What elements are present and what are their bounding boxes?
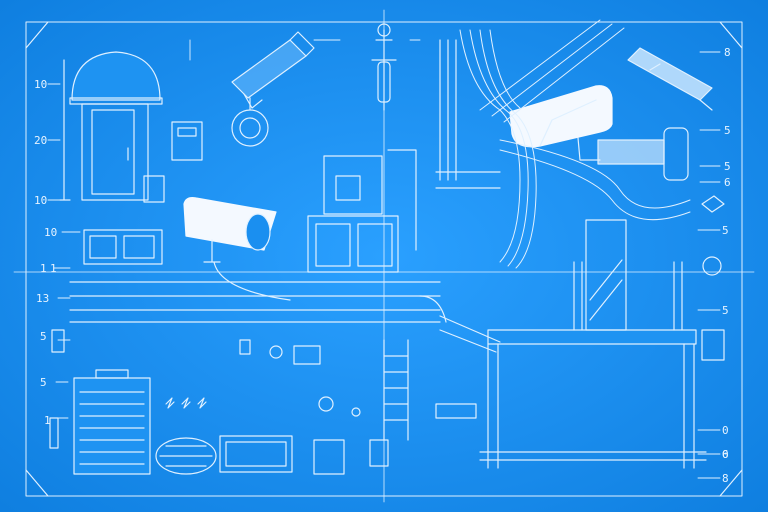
main-camera: [509, 85, 689, 181]
equipment-cabinet: [307, 149, 417, 273]
dimension-label: 1: [44, 414, 51, 427]
dimension-label: 10: [34, 78, 47, 91]
dimension-label: 6: [722, 448, 729, 461]
dimension-label: 8: [722, 472, 729, 485]
dimension-label: 5: [724, 160, 731, 173]
dimension-label: 5: [722, 224, 729, 237]
dimension-label: 1: [50, 262, 57, 275]
dimension-label: 8: [724, 46, 731, 59]
small-devices: [49, 195, 725, 475]
dimension-label: 1: [40, 262, 47, 275]
dimension-label: 6: [724, 176, 731, 189]
bullet-camera-top: [231, 31, 315, 147]
dimension-label: 20: [34, 134, 47, 147]
dimension-label: 5: [40, 330, 47, 343]
radiator: [73, 369, 151, 475]
dimension-ticks: [47, 39, 721, 479]
dimension-label: 5: [40, 376, 47, 389]
control-box: [83, 121, 203, 265]
dimension-label: 13: [36, 292, 49, 305]
dimension-label: 0: [722, 448, 729, 461]
scaffold-platform: [439, 219, 707, 469]
dimension-label: 10: [34, 194, 47, 207]
pipe-run: [371, 29, 501, 189]
dimension-label: 5: [722, 304, 729, 317]
dimension-label: 5: [724, 124, 731, 137]
dimension-label: 0: [722, 424, 729, 437]
dome-kiosk: [59, 51, 165, 203]
mounted-camera-left: [183, 197, 291, 301]
bullet-camera-right: [627, 47, 713, 111]
ladder: [383, 339, 409, 441]
cable-bundle: [459, 19, 691, 269]
dimension-label: 10: [44, 226, 57, 239]
